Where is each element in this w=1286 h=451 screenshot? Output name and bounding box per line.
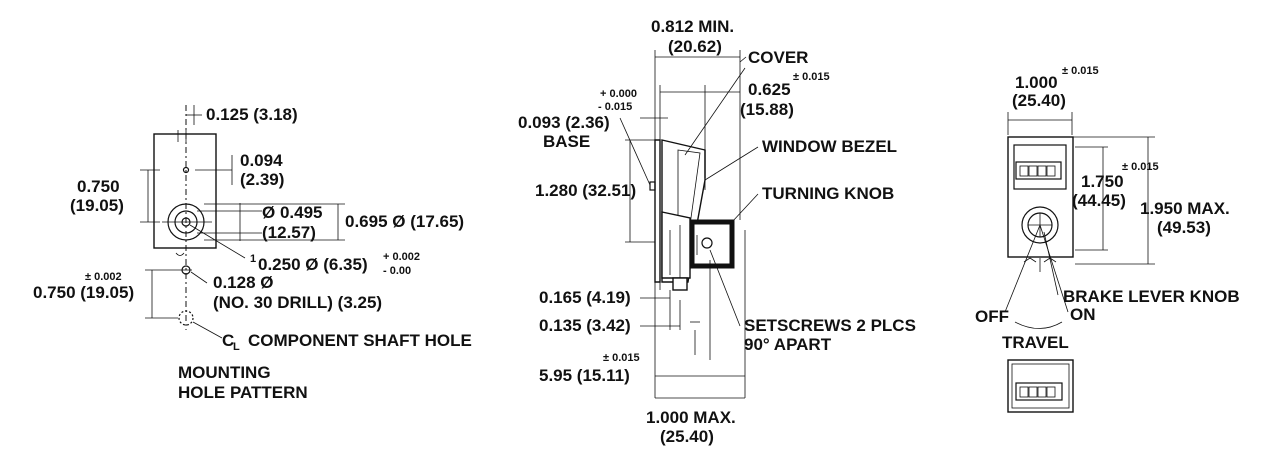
tol-plus-0000: + 0.000 [600,88,637,100]
dim-0250-sup: 1 [250,253,256,265]
off-label: OFF [975,307,1009,326]
dim-0250: 0.250 Ø (6.35) [258,255,368,274]
setscrews-line1: SETSCREWS 2 PLCS [744,316,916,335]
dim-1000-front: 1.000 [1015,73,1058,92]
tol-0015-b: ± 0.015 [603,352,640,364]
dim-1280: 1.280 (32.51) [535,181,636,200]
dim-0750-a: 0.750 [77,177,120,196]
dim-0750-b: 0.750 (19.05) [33,283,134,302]
dim-1000-front-mm: (25.40) [1012,91,1066,110]
dim-0625-mm: (15.88) [740,100,794,119]
on-label: ON [1070,305,1096,324]
counter-front-small [1007,359,1074,413]
brake-lever-label: BRAKE LEVER KNOB [1063,287,1240,306]
counter-housing [1007,136,1074,258]
dim-0094-mm: (2.39) [240,170,284,189]
dim-1750-mm: (44.45) [1072,191,1126,210]
shaft-hole-label: COMPONENT SHAFT HOLE [248,331,472,350]
window-bezel-label: WINDOW BEZEL [762,137,897,156]
dim-1000max-mm: (25.40) [660,427,714,446]
tol-0015-a: ± 0.015 [793,71,830,83]
dim-0695: 0.695 Ø (17.65) [345,212,464,231]
mounting-hole-pattern-view: 0.125 (3.18) 0.094 (2.39) 0.750 (19.05) … [33,105,472,402]
cl-sub: L [233,341,240,353]
setscrew [701,237,713,249]
base-plate [654,139,661,283]
tol-0015-c: ± 0.015 [1062,65,1099,77]
dim-1950: 1.950 MAX. [1140,199,1230,218]
dim-0128: 0.128 Ø [213,273,274,292]
dim-0093: 0.093 (2.36) [518,113,610,132]
dim-0812: 0.812 MIN. [651,17,734,36]
mount-plate-outline [153,133,217,249]
travel-label: TRAVEL [1002,333,1069,352]
front-knob [1021,206,1059,244]
dim-0495: Ø 0.495 [262,203,323,222]
travel-arc [1014,321,1063,329]
dim-0165: 0.165 (4.19) [539,288,631,307]
cl-symbol: C [222,331,234,350]
dim-0625: 0.625 [748,80,791,99]
tol-minus-0015: - 0.015 [598,101,632,113]
dim-1750: 1.750 [1081,172,1124,191]
dim-0495-mm: (12.57) [262,223,316,242]
dim-0812-mm: (20.62) [668,37,722,56]
tol-0015-d: ± 0.015 [1122,161,1159,173]
dim-0125: 0.125 (3.18) [206,105,298,124]
tol-0002: ± 0.002 [85,271,122,283]
front-view: 1.000 ± 0.015 (25.40) ± 0.015 1.750 (44.… [975,65,1240,413]
dim-0750-a-mm: (19.05) [70,196,124,215]
dim-1950-mm: (49.53) [1157,218,1211,237]
base-label: BASE [543,132,590,151]
mounting-title-line2: HOLE PATTERN [178,383,308,402]
dim-1000max: 1.000 MAX. [646,408,736,427]
component-shaft-hole [178,310,194,326]
side-view: 0.812 MIN. (20.62) COVER ± 0.015 0.625 (… [518,17,916,446]
dim-0250-tol-plus: + 0.002 [383,251,420,263]
small-hole [182,166,190,174]
mounting-title-line1: MOUNTING [178,363,271,382]
dim-0250-tol-minus: - 0.00 [383,265,411,277]
dim-595: 5.95 (15.11) [539,366,630,385]
cover-label: COVER [748,48,808,67]
setscrews-line2: 90° APART [744,335,832,354]
counter-window [1015,161,1062,180]
turning-knob-label: TURNING KNOB [762,184,894,203]
dim-0094: 0.094 [240,151,283,170]
dim-0128-drill: (NO. 30 DRILL) (3.25) [213,293,382,312]
dim-0135: 0.135 (3.42) [539,316,631,335]
